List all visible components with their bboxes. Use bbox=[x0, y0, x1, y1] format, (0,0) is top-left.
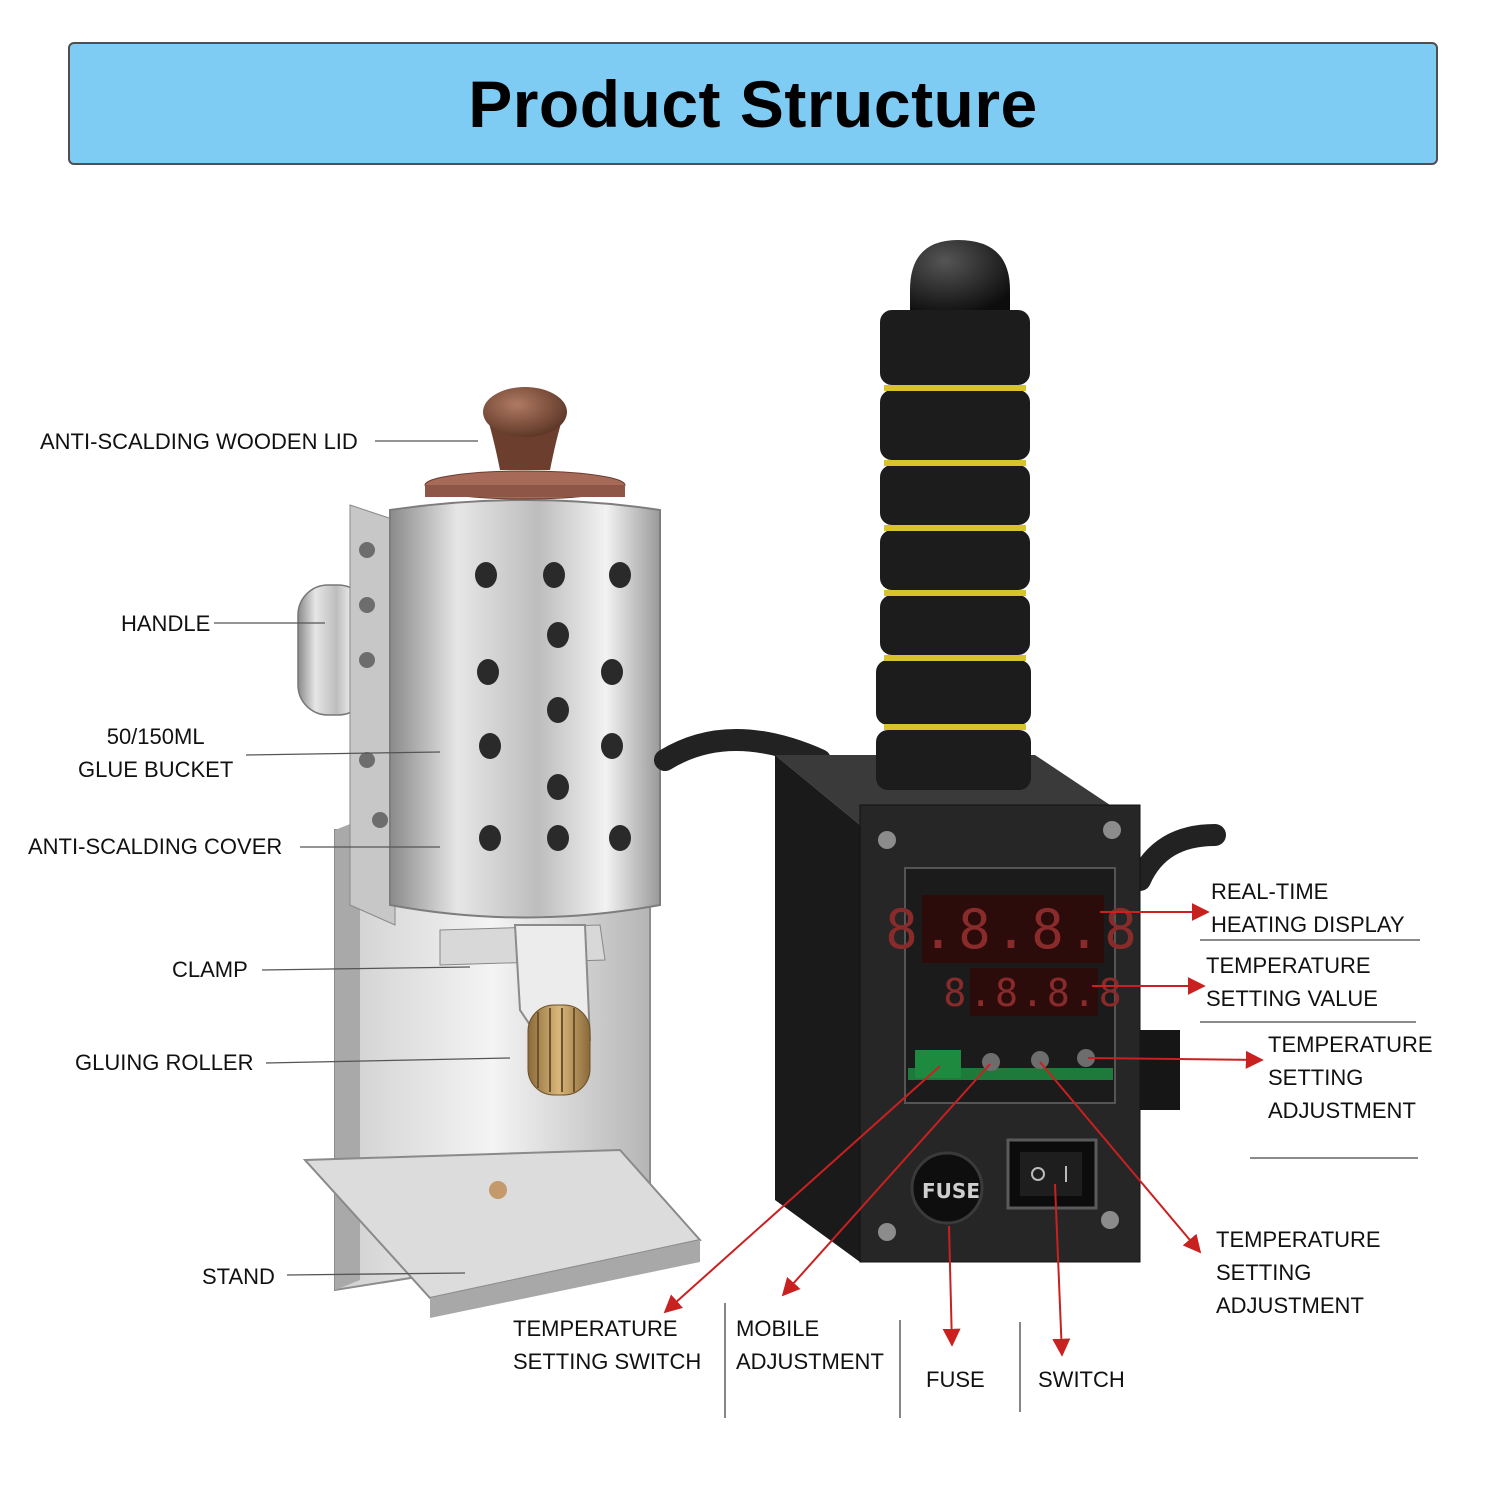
glue-drop bbox=[489, 1181, 507, 1199]
side-bracket bbox=[349, 504, 396, 926]
real-time-display bbox=[922, 895, 1104, 963]
label-switch: SWITCH bbox=[1038, 1367, 1125, 1392]
svg-text:8.8.8.8: 8.8.8.8 bbox=[885, 898, 1141, 961]
label-setting-switch: TEMPERATURE SETTING SWITCH bbox=[513, 1316, 702, 1374]
label-real-time-display: REAL-TIME HEATING DISPLAY bbox=[1211, 879, 1405, 937]
lid-knob bbox=[483, 387, 567, 437]
svg-text:8.8.8.8: 8.8.8.8 bbox=[943, 971, 1124, 1015]
label-setting-value: TEMPERATURE SETTING VALUE bbox=[1206, 953, 1378, 1011]
setting-value-display bbox=[970, 968, 1098, 1016]
cover-holes bbox=[475, 562, 631, 851]
adjust-keys bbox=[982, 1049, 1095, 1071]
controller-unit: 8.8.8.8 8.8.8.8 FUSE bbox=[775, 240, 1180, 1263]
power-cable bbox=[1129, 824, 1226, 891]
controller-screws bbox=[878, 821, 1121, 1241]
label-mobile-adjustment: MOBILE ADJUSTMENT bbox=[736, 1316, 884, 1374]
label-stand: STAND bbox=[202, 1264, 275, 1289]
power-key bbox=[915, 1050, 961, 1078]
glue-bucket bbox=[389, 499, 661, 919]
title-banner: Product Structure bbox=[68, 42, 1438, 165]
divider-lines bbox=[724, 939, 1420, 1418]
glue-unit bbox=[297, 387, 702, 1318]
left-leader-lines bbox=[214, 440, 511, 1276]
label-setting-adjustment-right: TEMPERATURE SETTING ADJUSTMENT bbox=[1268, 1032, 1433, 1123]
label-fuse: FUSE bbox=[926, 1367, 985, 1392]
label-anti-scalding-cover: ANTI-SCALDING COVER bbox=[28, 834, 283, 859]
wooden-lid-edge bbox=[425, 485, 625, 497]
roller-knurl bbox=[537, 1008, 575, 1092]
fuse-cap-text: FUSE bbox=[922, 1179, 980, 1203]
controller-side bbox=[775, 755, 860, 1262]
power-switch-rocker bbox=[1020, 1152, 1082, 1196]
side-connector bbox=[1140, 1030, 1180, 1110]
label-handle: HANDLE bbox=[121, 611, 211, 636]
handle-cap bbox=[910, 240, 1010, 310]
label-wooden-lid: ANTI-SCALDING WOODEN LID bbox=[40, 429, 358, 454]
label-setting-adjustment-bottom: TEMPERATURE SETTING ADJUSTMENT bbox=[1216, 1227, 1381, 1318]
page-title: Product Structure bbox=[468, 66, 1038, 141]
label-glue-bucket: 50/150ML GLUE BUCKET bbox=[78, 724, 234, 782]
fuse-holder bbox=[910, 1151, 984, 1225]
label-gluing-roller: GLUING ROLLER bbox=[75, 1050, 254, 1075]
label-clamp: CLAMP bbox=[172, 957, 248, 982]
callout-arrows bbox=[663, 903, 1264, 1357]
bracket-screws bbox=[359, 542, 388, 828]
stand-tray-edge bbox=[430, 1240, 700, 1318]
foam-handle bbox=[876, 310, 1031, 790]
hose bbox=[654, 729, 831, 771]
